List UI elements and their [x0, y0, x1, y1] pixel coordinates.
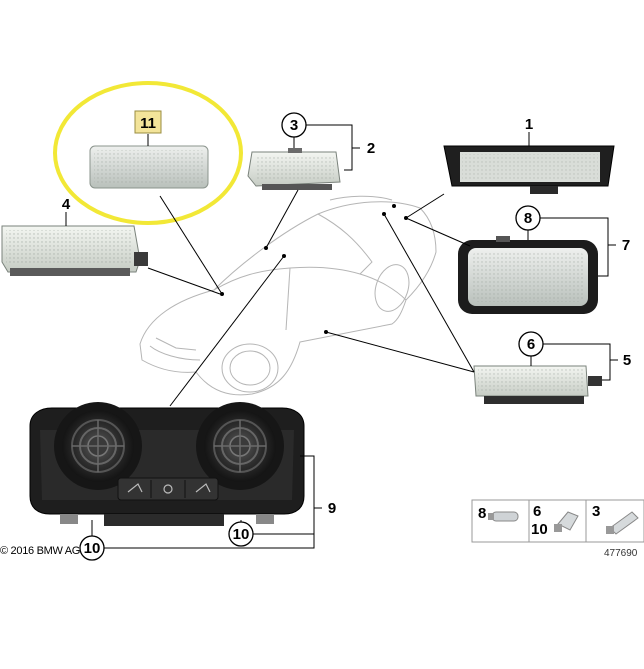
part-1-lamp[interactable]: [443, 145, 615, 194]
bulb-label-8: 8: [478, 505, 486, 522]
bulb-6-icon: [554, 511, 579, 532]
leader-dots: [220, 204, 408, 334]
leader-lines: [147, 189, 475, 407]
callout-7: 7: [622, 237, 630, 254]
diagram-number: 477690: [604, 548, 638, 559]
callout-4: 4: [62, 196, 71, 213]
callout-10a-circle: [79, 535, 105, 561]
part-2-lamp[interactable]: [247, 148, 341, 190]
callout-10a: 10: [84, 540, 101, 557]
callout-2: 2: [367, 140, 375, 157]
car-outline: [139, 195, 437, 396]
part-4-lamp[interactable]: [1, 225, 148, 276]
bulb-label-10: 10: [531, 521, 548, 538]
bulb-label-3: 3: [592, 503, 600, 520]
callout-1: 1: [525, 116, 533, 133]
callout-11: 11: [140, 115, 156, 132]
left-vent[interactable]: [54, 402, 142, 490]
callout-5: 5: [623, 352, 631, 369]
callout-11-box: [134, 110, 162, 134]
callout-9-bracket: [100, 455, 315, 549]
part-7-lamp[interactable]: [458, 236, 598, 314]
callout-3: 3: [290, 117, 298, 134]
callout-9: 9: [328, 500, 336, 517]
part-5-lamp[interactable]: [473, 365, 602, 404]
right-vent[interactable]: [196, 402, 284, 490]
highlight-ring: [53, 81, 243, 225]
bulb-3-icon: [606, 511, 639, 535]
callout-10b: 10: [233, 526, 250, 543]
bulb-label-6: 6: [533, 503, 541, 520]
callout-8: 8: [524, 210, 532, 227]
light-buttons[interactable]: [117, 477, 219, 501]
copyright: © 2016 BMW AG: [0, 545, 80, 557]
part-11-lamp[interactable]: [89, 145, 209, 189]
part-9-console[interactable]: [29, 402, 305, 526]
bulb-8-icon: [488, 511, 519, 522]
callout-6: 6: [527, 336, 535, 353]
